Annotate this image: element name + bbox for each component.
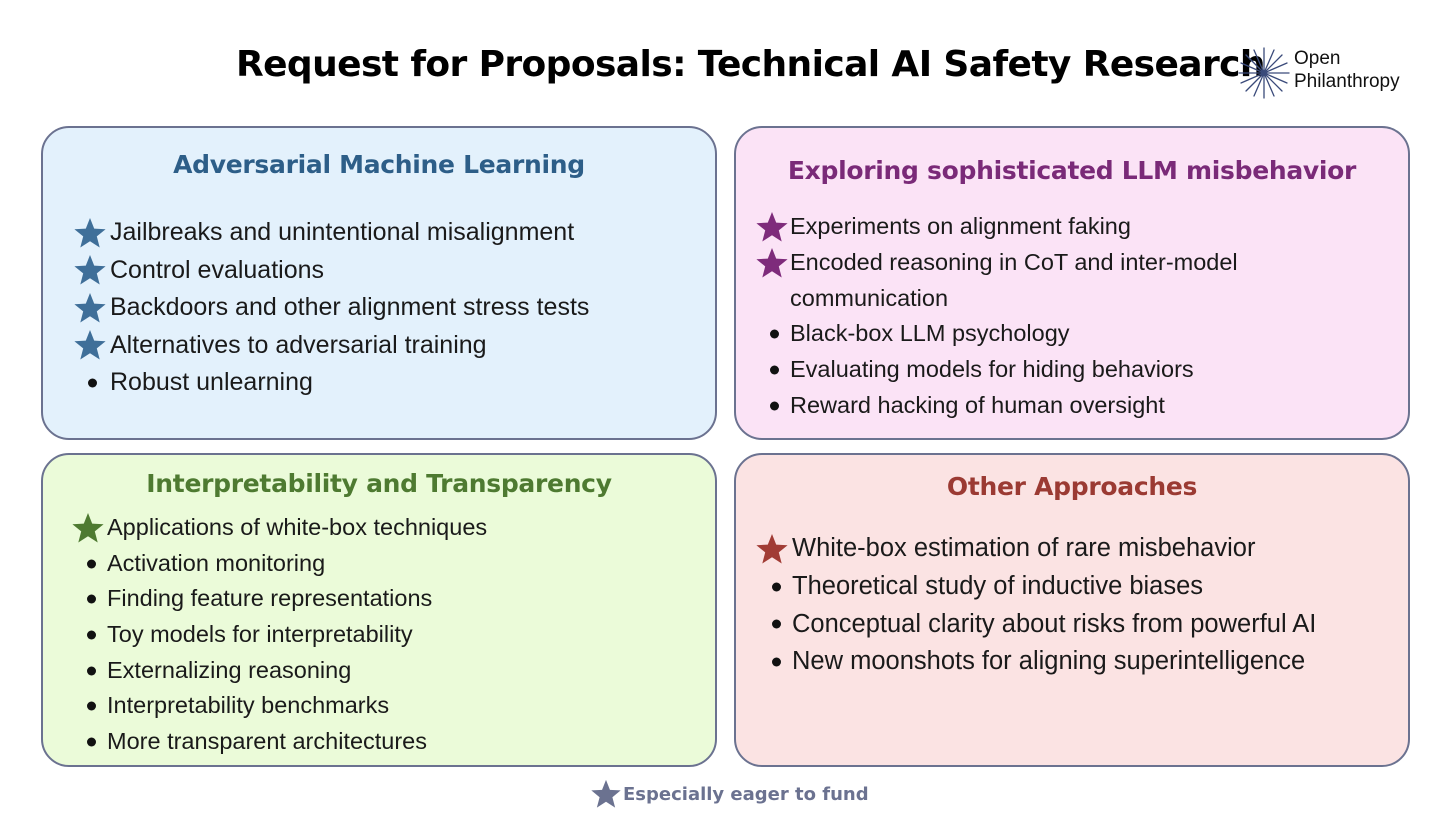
bullet-dot xyxy=(770,329,779,339)
item-text: White-box estimation of rare misbehavior xyxy=(792,534,1256,562)
item-text: Reward hacking of human oversight xyxy=(790,391,1165,418)
card-heading: Interpretability and Transparency xyxy=(146,469,612,498)
item-text: Externalizing reasoning xyxy=(107,656,352,683)
list-item: Alternatives to adversarial training xyxy=(74,327,589,365)
list-item: Evaluating models for hiding behaviors xyxy=(770,352,1238,388)
list-item: Activation monitoring xyxy=(87,546,487,582)
list-item: New moonshots for aligning superintellig… xyxy=(772,643,1316,681)
card-llm-misbehavior: Exploring sophisticated LLM misbehavior xyxy=(734,126,1410,440)
list-item: Reward hacking of human oversight xyxy=(770,388,1238,424)
list-item: Encoded reasoning in CoT and inter-model xyxy=(756,245,1238,281)
item-text: Control evaluations xyxy=(110,255,325,284)
item-text: Alternatives to adversarial training xyxy=(110,330,487,359)
list-item: More transparent architectures xyxy=(87,724,487,760)
star-icon xyxy=(74,255,106,285)
topic-list: Applications of white-box techniques Act… xyxy=(72,510,488,760)
list-item: Jailbreaks and unintentional misalignmen… xyxy=(74,214,589,252)
item-text: Evaluating models for hiding behaviors xyxy=(790,356,1194,383)
list-item: Experiments on alignment faking xyxy=(756,209,1238,245)
bullet-dot xyxy=(87,701,96,711)
item-text: Activation monitoring xyxy=(107,549,326,576)
topic-list: White-box estimation of rare misbehavior… xyxy=(756,530,1317,681)
bullet-dot xyxy=(87,666,96,676)
bullet-dot xyxy=(770,401,779,411)
star-icon xyxy=(74,292,106,323)
item-text: Experiments on alignment faking xyxy=(790,213,1131,239)
legend: Especially eager to fund xyxy=(590,778,890,812)
star-icon xyxy=(74,217,106,248)
star-icon xyxy=(756,247,788,278)
bullet-dot xyxy=(87,737,96,747)
item-text: communication xyxy=(790,284,949,311)
bullet-dot xyxy=(87,594,96,604)
logo-word-open: Open xyxy=(1294,48,1341,69)
bullet-dot xyxy=(772,657,781,667)
list-item: Control evaluations xyxy=(74,252,589,290)
bullet-dot xyxy=(87,630,96,640)
item-text: Interpretability benchmarks xyxy=(107,692,390,719)
star-icon xyxy=(756,533,788,564)
topic-list: Experiments on alignment faking Encoded … xyxy=(756,209,1238,424)
list-item: White-box estimation of rare misbehavior xyxy=(756,530,1316,568)
item-text: Finding feature representations xyxy=(107,585,433,612)
card-heading: Other Approaches xyxy=(946,472,1198,501)
list-item: Toy models for interpretability xyxy=(87,617,487,653)
star-icon xyxy=(591,779,621,808)
bullet-dot xyxy=(88,378,97,388)
list-item: Interpretability benchmarks xyxy=(87,688,487,724)
item-text: Toy models for interpretability xyxy=(107,621,413,648)
list-item: Externalizing reasoning xyxy=(87,653,487,689)
card-other-approaches: Other Approaches xyxy=(734,453,1410,767)
starburst-logo-icon xyxy=(1238,47,1290,99)
legend-text: Especially eager to fund xyxy=(623,784,869,805)
list-item-continuation: communication xyxy=(790,281,1238,317)
page-title: Request for Proposals: Technical AI Safe… xyxy=(236,44,1266,85)
star-icon xyxy=(72,512,104,543)
star-icon xyxy=(756,211,788,242)
list-item: Conceptual clarity about risks from powe… xyxy=(772,606,1317,644)
list-item: Black-box LLM psychology xyxy=(770,316,1238,352)
item-text: Robust unlearning xyxy=(110,368,313,396)
item-text: Jailbreaks and unintentional misalignmen… xyxy=(110,218,575,246)
list-item: Robust unlearning xyxy=(88,364,589,402)
card-heading: Adversarial Machine Learning xyxy=(173,150,585,179)
list-item: Backdoors and other alignment stress tes… xyxy=(74,289,590,327)
item-text: Theoretical study of inductive biases xyxy=(792,571,1204,600)
item-text: Conceptual clarity about risks from powe… xyxy=(792,609,1317,638)
item-text: New moonshots for aligning superintellig… xyxy=(792,647,1306,676)
item-text: Black-box LLM psychology xyxy=(790,320,1070,347)
bullet-dot xyxy=(772,619,781,629)
open-philanthropy-logo: Open Philanthropy xyxy=(1236,46,1426,100)
logo-word-philanthropy: Philanthropy xyxy=(1294,71,1400,92)
topic-list: Jailbreaks and unintentional misalignmen… xyxy=(74,214,590,402)
item-text: Backdoors and other alignment stress tes… xyxy=(110,293,590,321)
item-text: Applications of white-box techniques xyxy=(107,514,488,540)
bullet-dot xyxy=(772,582,781,592)
bullet-dot xyxy=(87,559,96,569)
list-item: Theoretical study of inductive biases xyxy=(772,568,1316,606)
bullet-dot xyxy=(770,365,779,375)
card-heading: Exploring sophisticated LLM misbehavior xyxy=(787,156,1357,185)
item-text: Encoded reasoning in CoT and inter-model xyxy=(790,248,1238,275)
star-icon xyxy=(74,330,106,360)
list-item: Applications of white-box techniques xyxy=(72,510,488,546)
card-interpretability: Interpretability and Transparency xyxy=(41,453,717,767)
list-item: Finding feature representations xyxy=(87,581,487,617)
item-text: More transparent architectures xyxy=(107,728,428,755)
card-adversarial-ml: Adversarial Machine Learning xyxy=(41,126,717,440)
